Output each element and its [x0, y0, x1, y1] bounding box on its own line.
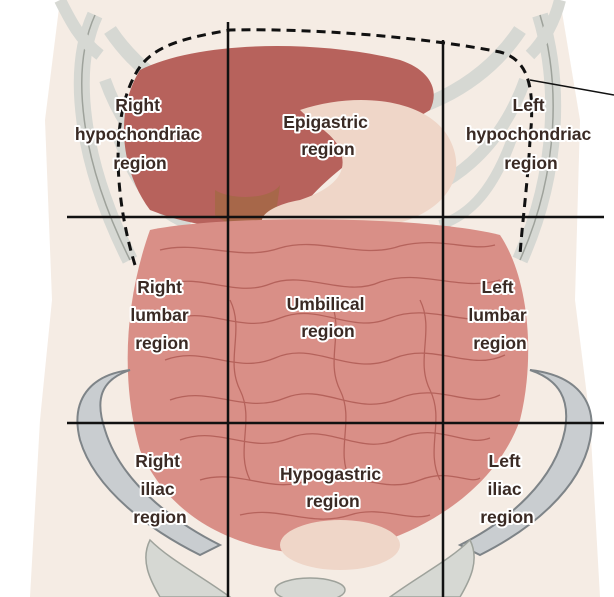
bladder: [280, 520, 400, 570]
label-right-iliac: Right iliac region: [133, 451, 186, 527]
label-right-lumbar: Right lumbar region: [130, 277, 193, 353]
